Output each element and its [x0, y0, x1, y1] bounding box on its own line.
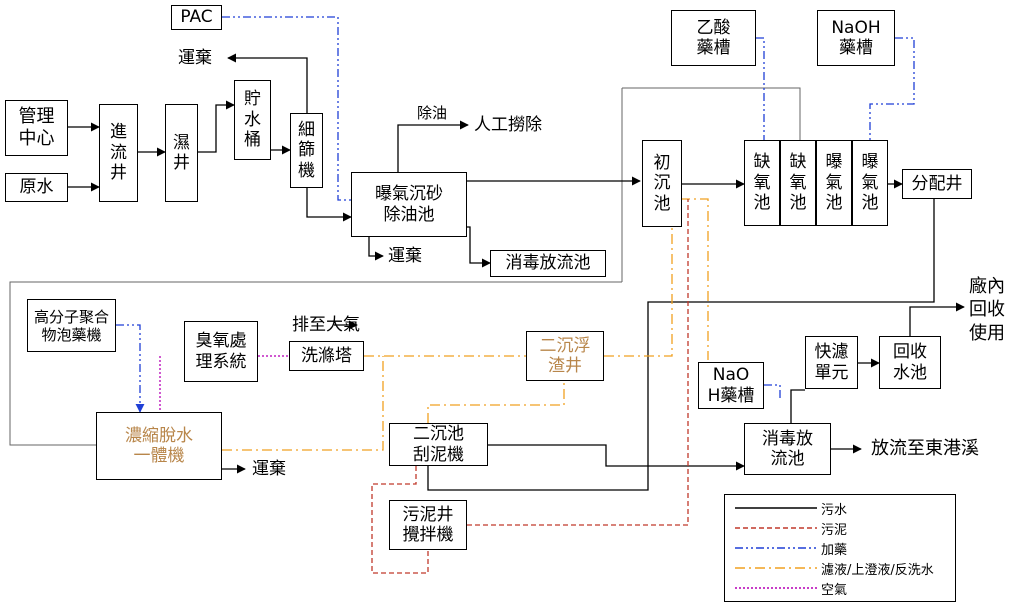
reuse-label: 廠內 回收 使用: [969, 276, 1005, 344]
sludge-lines: [371, 199, 689, 574]
naoh-tank-2-box: NaO H藥槽: [698, 362, 764, 409]
legend-item: 加藥: [735, 538, 847, 558]
disposal-label: 運棄: [252, 459, 286, 479]
legend-label: 加藥: [821, 542, 848, 558]
discharge-label: 放流至東港溪: [871, 438, 979, 459]
legend-label: 空氣: [821, 582, 848, 598]
distribution-well-box: 分配井: [902, 169, 972, 199]
polymer-tank-box: 高分子聚合 物泡藥機: [27, 299, 116, 352]
raw-water-box: 原水: [5, 173, 68, 202]
disinfect-discharge-pond-2-box: 消毒放 流池: [744, 423, 831, 475]
aeration-tank-2-box: 曝 氣 池: [852, 140, 888, 226]
legend-label: 濾液/上澄液/反洗水: [821, 562, 934, 578]
boundary-line: [622, 87, 801, 140]
fine-screen-box: 細 篩 機: [290, 113, 323, 188]
legend-label: 污泥: [821, 522, 848, 538]
legend-item: 濾液/上澄液/反洗水: [735, 558, 934, 578]
secondary-clarifier-box: 二沉池 刮泥機: [389, 423, 488, 466]
legend-swatch-dashed: [735, 527, 817, 529]
chemical-dosing-lines: [116, 16, 915, 413]
fast-filter-box: 快濾 單元: [805, 336, 858, 389]
filtrate-lines: [222, 198, 709, 451]
legend-swatch-dashdot: [735, 567, 817, 569]
legend-label: 污水: [821, 502, 848, 518]
anoxic-tank-1-box: 缺 氧 池: [744, 140, 780, 226]
oil-removal-label: 除油: [417, 104, 448, 122]
scrubber-box: 洗滌塔: [289, 341, 364, 371]
naoh-tank-box: NaOH 藥槽: [817, 10, 895, 66]
aeration-tank-1-box: 曝 氣 池: [816, 140, 852, 226]
sludge-well-box: 污泥井 攪拌機: [389, 500, 467, 550]
secondary-float-well-box: 二沉浮 渣井: [526, 331, 604, 381]
storage-bucket-box: 貯 水 桶: [234, 80, 271, 160]
air-lines: [159, 355, 289, 412]
inflow-well-box: 進 流 井: [99, 104, 138, 202]
legend: 污水 污泥 加藥 濾液/上澄液/反洗水 空氣: [724, 494, 956, 602]
wet-well-box: 濕 井: [165, 104, 198, 202]
primary-clarifier-box: 初 沉 池: [642, 140, 682, 227]
legend-item: 污泥: [735, 518, 847, 538]
legend-item: 空氣: [735, 578, 847, 598]
exhaust-label: 排至大氣: [292, 315, 360, 335]
legend-swatch-dotted: [735, 587, 817, 589]
ozone-system-box: 臭氧處 理系統: [184, 321, 258, 382]
admin-center-box: 管理 中心: [5, 100, 68, 156]
disposal-label: 運棄: [388, 246, 422, 266]
pac-tank: PAC: [171, 5, 222, 30]
disinfect-discharge-pond-1-box: 消毒放流池: [490, 250, 606, 277]
dewatering-machine-box: 濃縮脫水 一體機: [96, 412, 222, 480]
legend-swatch-solid: [735, 507, 817, 509]
sewage-flow-lines: [68, 53, 965, 491]
recycle-pond-box: 回收 水池: [879, 336, 941, 389]
legend-item: 污水: [735, 498, 847, 518]
legend-swatch-dashdotdot: [735, 547, 817, 549]
aerated-grit-chamber-box: 曝氣沉砂 除油池: [351, 172, 467, 237]
disposal-label: 運棄: [178, 48, 212, 68]
acetic-acid-tank-box: 乙酸 藥槽: [671, 10, 756, 66]
boundary-line: [9, 281, 622, 446]
manual-removal-label: 人工撈除: [474, 115, 542, 135]
anoxic-tank-2-box: 缺 氧 池: [780, 140, 816, 226]
